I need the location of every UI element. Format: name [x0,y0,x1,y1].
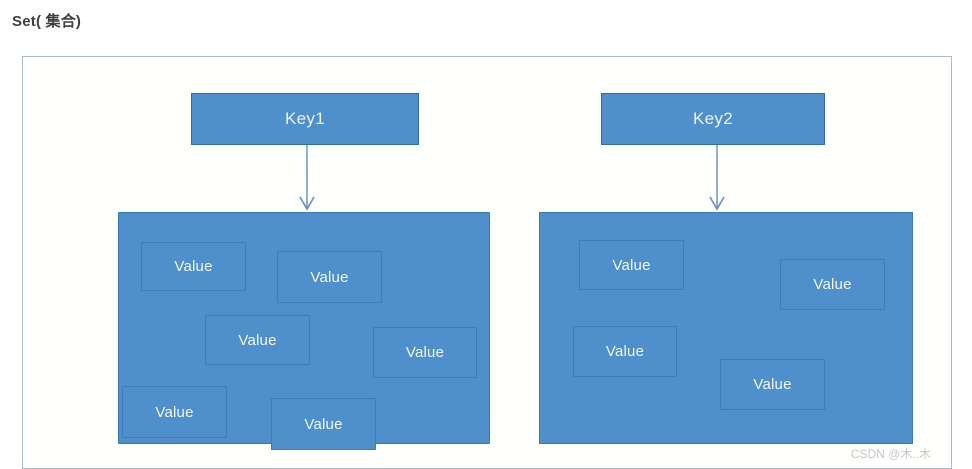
key-box-key1[interactable]: Key1 [191,93,419,145]
arrow-head [709,196,725,211]
value-label: Value [174,258,213,275]
value-label: Value [238,331,277,349]
value-box[interactable]: Value [373,327,477,378]
value-box[interactable]: Value [573,326,677,377]
arrow-key1-to-set1 [299,145,315,211]
key-label: Key1 [285,109,325,128]
key-label: Key2 [693,109,733,128]
value-box[interactable]: Value [141,242,246,291]
value-label: Value [405,344,445,361]
value-label: Value [753,376,792,393]
value-label: Value [304,415,343,433]
value-label: Value [310,268,349,286]
value-box[interactable]: Value [720,359,825,410]
value-box[interactable]: Value [271,398,376,450]
value-box[interactable]: Value [122,386,227,438]
value-box[interactable]: Value [205,315,310,365]
value-box[interactable]: Value [579,240,684,290]
value-box[interactable]: Value [277,251,382,303]
key-box-key2[interactable]: Key2 [601,93,825,145]
value-label: Value [155,403,194,421]
value-label: Value [605,343,645,360]
arrow-head [299,196,315,211]
watermark: CSDN @木..木 [850,447,931,461]
value-label: Value [612,256,651,274]
arrow-key2-to-set2 [709,145,725,211]
value-box[interactable]: Value [780,259,885,310]
value-label: Value [813,276,852,293]
page-title: Set( 集合) [12,13,82,30]
